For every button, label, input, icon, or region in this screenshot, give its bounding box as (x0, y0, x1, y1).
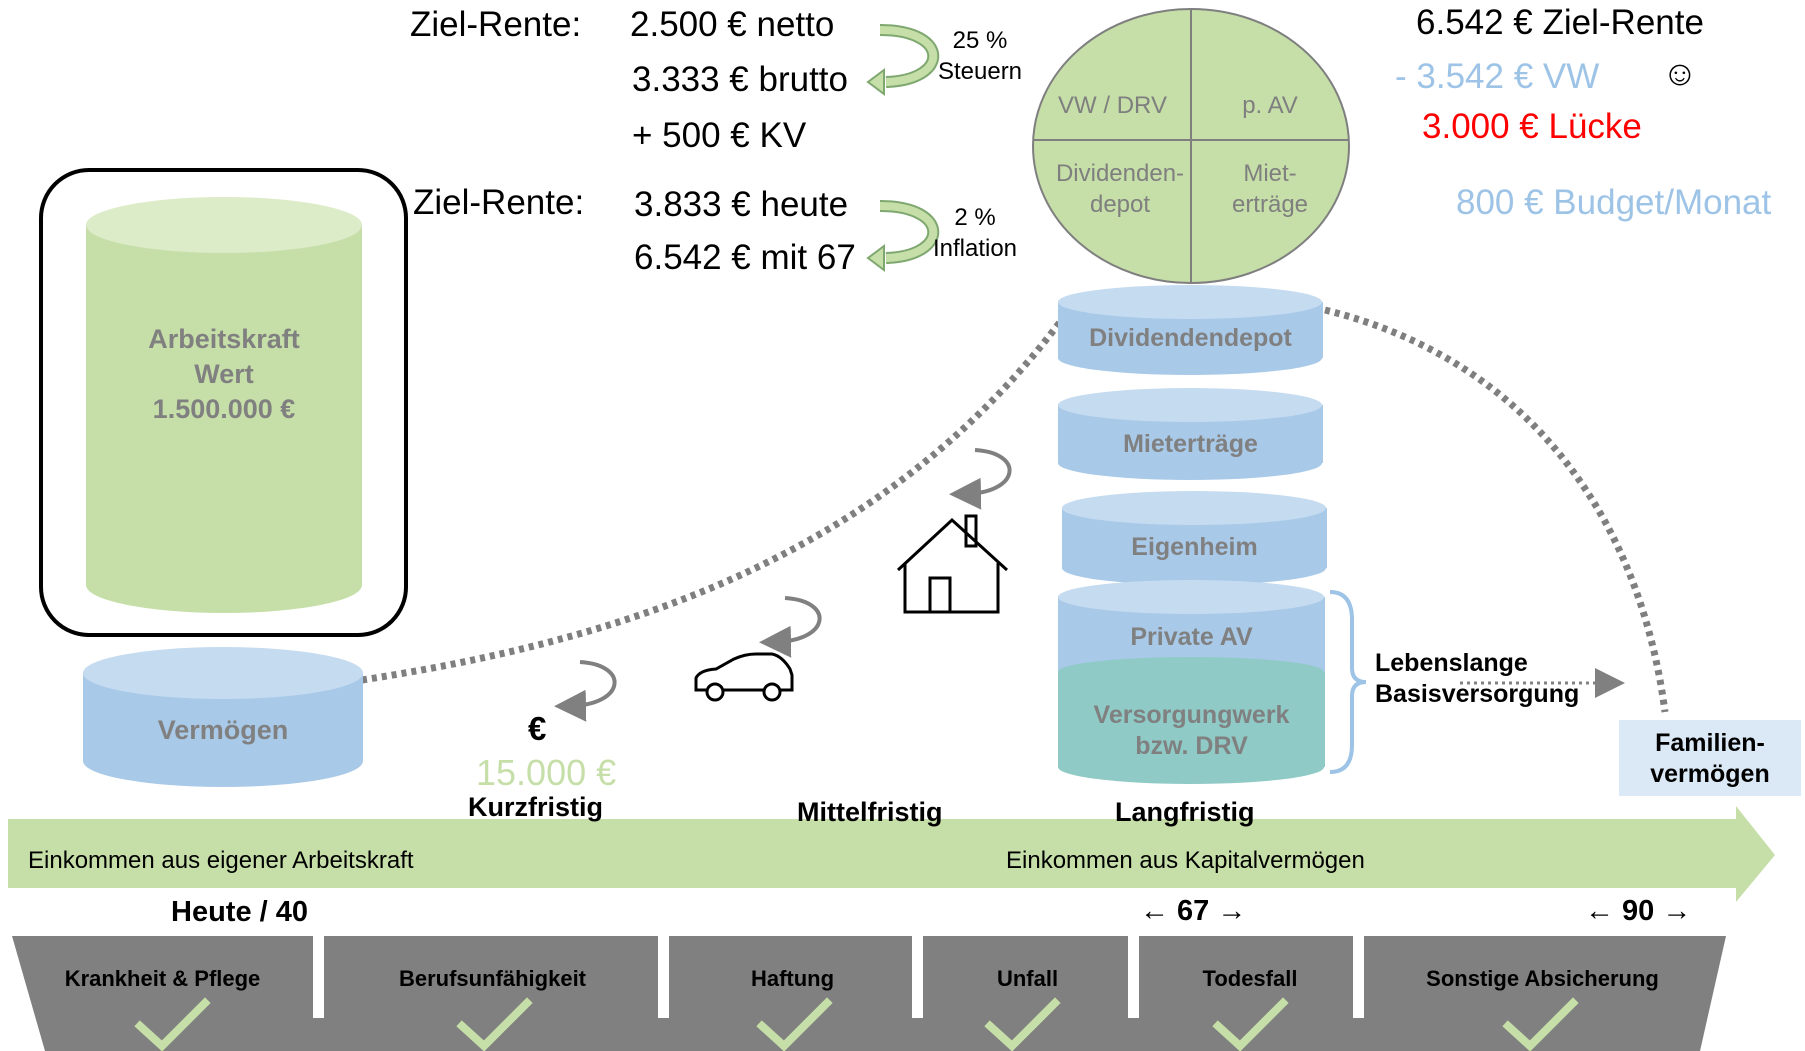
risk-label: Haftung (750, 966, 835, 991)
pie-q4-b: erträge (1231, 191, 1309, 218)
tax-note: 25 % Steuern (935, 25, 1025, 87)
arrow-right-label: Einkommen aus Kapitalvermögen (1006, 847, 1365, 874)
infl-word: Inflation (932, 235, 1018, 262)
family-2: vermögen (1650, 760, 1770, 788)
insurance-band (12, 936, 1726, 1051)
house-icon (896, 514, 1009, 614)
vermoegen-cylinder (83, 647, 363, 787)
infl-pct: 2 % (954, 204, 996, 231)
pie-q4: Miet-erträge (1195, 158, 1345, 220)
pie-q3-b: depot (1089, 191, 1151, 218)
arbeitskraft-l1: Arbeitskraft (148, 324, 300, 354)
arbeitskraft-l2: Wert (194, 359, 254, 389)
stack-versorgung: Versorgungwerk bzw. DRV (1058, 700, 1325, 762)
basis-2: Basisversorgung (1375, 680, 1580, 708)
check-icon (756, 997, 833, 1051)
dotted-path-right (1324, 306, 1669, 713)
euro-icon: € (528, 710, 547, 747)
family-1: Familien- (1655, 729, 1765, 757)
arbeitskraft-label: Arbeitskraft Wert 1.500.000 € (86, 322, 362, 427)
horizon-short: Kurzfristig (468, 792, 603, 822)
basis-label: Lebenslange Basisversorgung (1375, 648, 1579, 710)
curve-arrow-car (759, 596, 822, 658)
stack-private-av: Private AV (1130, 623, 1253, 651)
age-67: ← 67 → (1140, 895, 1247, 927)
inflation-curve-arrow (866, 200, 940, 272)
risk-label: Berufsunfähigkeit (398, 966, 587, 991)
check-icon (134, 997, 211, 1051)
pie-q3-a: Dividenden- (1055, 160, 1185, 187)
dividendendepot-cylinder (1058, 285, 1323, 375)
stack-versorgung-2: bzw. DRV (1135, 732, 1248, 760)
target-label-2: Ziel-Rente: (413, 183, 585, 222)
gap-budget: 800 € Budget/Monat (1456, 183, 1772, 222)
smiley-icon: ☺ (1662, 54, 1698, 93)
basis-brace (1329, 590, 1367, 774)
family-box (1619, 720, 1801, 796)
pie-q4-a: Miet- (1243, 160, 1297, 187)
risk-label: Todesfall (1202, 966, 1298, 991)
retirement-pie (1032, 8, 1350, 284)
stack-eigenheim: Eigenheim (1131, 533, 1258, 561)
band-divider-5 (1353, 932, 1364, 1018)
arbeitskraft-frame (39, 168, 408, 637)
tax-pct: 25 % (952, 27, 1008, 54)
pie-q1: VW / DRV (1058, 92, 1167, 119)
target-netto: 2.500 € netto (630, 5, 835, 44)
stack-miet: Mieterträge (1123, 430, 1258, 458)
band-divider-2 (658, 932, 669, 1018)
pie-q3: Dividenden-depot (1040, 158, 1200, 220)
band-divider-4 (1128, 932, 1139, 1018)
mietertraege-cylinder (1058, 388, 1323, 480)
gap-vw: - 3.542 € VW (1395, 57, 1600, 96)
age-90: ← 90 → (1585, 895, 1692, 927)
gap-ziel: 6.542 € Ziel-Rente (1416, 3, 1704, 42)
reserve-amount: 15.000 € (476, 752, 617, 793)
target-67: 6.542 € mit 67 (634, 238, 856, 277)
risk-label: Krankheit & Pflege (64, 966, 261, 991)
inflation-note: 2 % Inflation (930, 202, 1020, 264)
car-icon (694, 652, 794, 702)
vermoegen-label: Vermögen (157, 715, 289, 745)
target-brutto: 3.333 € brutto (632, 60, 848, 99)
arbeitskraft-cylinder (86, 197, 362, 613)
income-arrow (8, 806, 1775, 902)
curve-arrow-euro (554, 660, 617, 722)
tax-curve-arrow (866, 24, 940, 96)
arbeitskraft-l3: 1.500.000 € (152, 394, 296, 424)
band-divider-1 (313, 932, 324, 1018)
target-kv: + 500 € KV (632, 116, 807, 155)
basis-cylinder (1058, 580, 1325, 784)
eigenheim-cylinder (1062, 491, 1327, 585)
stack-dividend: Dividendendepot (1089, 324, 1292, 352)
age-today: Heute / 40 (171, 896, 308, 928)
pie-q2: p. AV (1242, 92, 1298, 119)
check-icon (1212, 997, 1289, 1051)
check-icon (456, 997, 533, 1051)
band-divider-3 (912, 932, 923, 1018)
target-today: 3.833 € heute (634, 185, 849, 224)
horizon-mid: Mittelfristig (797, 797, 943, 827)
basis-1: Lebenslange (1375, 649, 1528, 677)
dotted-path-left (361, 319, 1063, 684)
tax-word: Steuern (937, 58, 1023, 85)
arrow-left-label: Einkommen aus eigener Arbeitskraft (28, 847, 414, 874)
check-icon (1502, 997, 1579, 1051)
stack-versorgung-1: Versorgungwerk (1093, 701, 1290, 729)
family-label: Familien- vermögen (1619, 728, 1801, 790)
gap-luecke: 3.000 € Lücke (1422, 107, 1642, 146)
curve-arrow-house (949, 448, 1012, 510)
target-label-1: Ziel-Rente: (410, 5, 582, 44)
risk-label: Sonstige Absicherung (1426, 966, 1659, 991)
horizon-long: Langfristig (1115, 797, 1255, 827)
risk-label: Unfall (996, 966, 1059, 991)
check-icon (984, 997, 1061, 1051)
